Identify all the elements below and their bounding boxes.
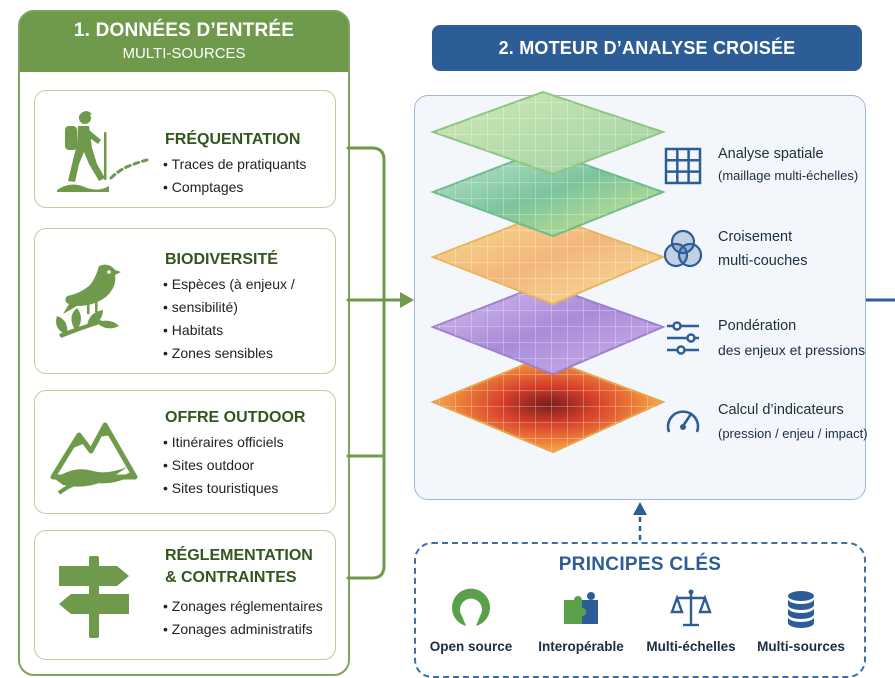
feature-title: Analyse spatiale bbox=[718, 146, 824, 162]
engine-header: 2. MOTEUR D’ANALYSE CROISÉE bbox=[432, 25, 862, 71]
gauge-icon bbox=[666, 410, 700, 433]
feature-subtitle: multi-couches bbox=[718, 253, 808, 269]
map-layers-stack-icon bbox=[430, 90, 666, 454]
source-card-offre-outdoor: OFFRE OUTDOOR Itinéraires officiels Site… bbox=[34, 390, 336, 514]
source-item: Comptages bbox=[163, 176, 306, 199]
principle-label: Multi-échelles bbox=[646, 639, 736, 654]
source-card-biodiversite: BIODIVERSITÉ Espèces (à enjeux / sensibi… bbox=[34, 228, 336, 374]
feature-title: Calcul d’indicateurs bbox=[718, 402, 844, 418]
source-card-title: BIODIVERSITÉ bbox=[165, 251, 278, 268]
principle-multi-scale: Multi-échelles bbox=[636, 588, 746, 654]
layer-2-green bbox=[430, 148, 666, 238]
layer-5-heat bbox=[430, 355, 666, 454]
hiker-icon bbox=[57, 110, 149, 192]
principles-connector bbox=[633, 502, 647, 540]
principle-interoperable: Interopérable bbox=[526, 588, 636, 654]
feature-title: Croisement bbox=[718, 229, 793, 245]
principles-title: PRINCIPES CLÉS bbox=[558, 554, 722, 575]
source-item: Itinéraires officiels bbox=[163, 431, 284, 454]
source-item: Sites touristiques bbox=[163, 477, 284, 500]
layer-3-orange bbox=[430, 212, 666, 306]
analysis-engine-panel: Analyse spatiale (maillage multi-échelle… bbox=[414, 90, 868, 500]
input-data-panel: 1. DONNÉES D’ENTRÉE MULTI-SOURCES FRÉQUE… bbox=[18, 10, 350, 676]
layer-4-purple bbox=[430, 282, 666, 376]
source-card-title: FRÉQUENTATION bbox=[165, 131, 301, 148]
source-item: sensibilité) bbox=[163, 296, 295, 319]
feature-title: Pondération bbox=[718, 318, 797, 334]
source-card-title: & CONTRAINTES bbox=[165, 569, 297, 586]
puzzle-icon bbox=[564, 592, 598, 624]
principle-label: Interopérable bbox=[538, 639, 624, 654]
feature-subtitle: (maillage multi-échelles) bbox=[718, 168, 859, 183]
source-item: Traces de pratiquants bbox=[163, 153, 307, 176]
grid-icon bbox=[664, 147, 702, 185]
source-card-reglementation: RÉGLEMENTATION & CONTRAINTES Zonages rég… bbox=[34, 530, 336, 660]
source-item: Zonages réglementaires bbox=[163, 595, 323, 618]
mountain-icon bbox=[50, 422, 138, 495]
source-item: Zonages administratifs bbox=[163, 618, 323, 641]
signpost-icon bbox=[59, 556, 129, 638]
key-principles-box: PRINCIPES CLÉS Open source Interopérable… bbox=[414, 542, 866, 678]
principle-label: Open source bbox=[429, 639, 513, 654]
bird-icon bbox=[56, 264, 121, 338]
database-icon bbox=[788, 591, 814, 628]
principle-multi-sources: Multi-sources bbox=[746, 588, 856, 654]
feature-subtitle: des enjeux et pressions bbox=[718, 342, 866, 358]
source-card-title: RÉGLEMENTATION bbox=[165, 547, 313, 564]
venn-icon bbox=[663, 229, 703, 268]
principle-label: Multi-sources bbox=[757, 639, 845, 654]
source-item: Zones sensibles bbox=[163, 342, 295, 365]
open-source-icon bbox=[452, 588, 490, 626]
feature-subtitle: (pression / enjeu / impact) bbox=[718, 426, 868, 441]
input-panel-subtitle: MULTI-SOURCES bbox=[122, 45, 246, 62]
source-item: Habitats bbox=[163, 319, 295, 342]
source-item: Sites outdoor bbox=[163, 454, 284, 477]
principle-open-source: Open source bbox=[416, 588, 526, 654]
source-item: Espèces (à enjeux / bbox=[163, 273, 295, 296]
input-panel-header: 1. DONNÉES D’ENTRÉE MULTI-SOURCES bbox=[20, 12, 348, 72]
source-card-title: OFFRE OUTDOOR bbox=[165, 409, 306, 426]
input-panel-title: 1. DONNÉES D’ENTRÉE bbox=[73, 20, 295, 41]
flow-arrow-head bbox=[400, 292, 414, 308]
scale-icon bbox=[670, 589, 712, 627]
source-card-frequentation: FRÉQUENTATION Traces de pratiquants Comp… bbox=[34, 90, 336, 208]
layer-1-base bbox=[430, 90, 666, 176]
sliders-icon bbox=[667, 321, 699, 355]
